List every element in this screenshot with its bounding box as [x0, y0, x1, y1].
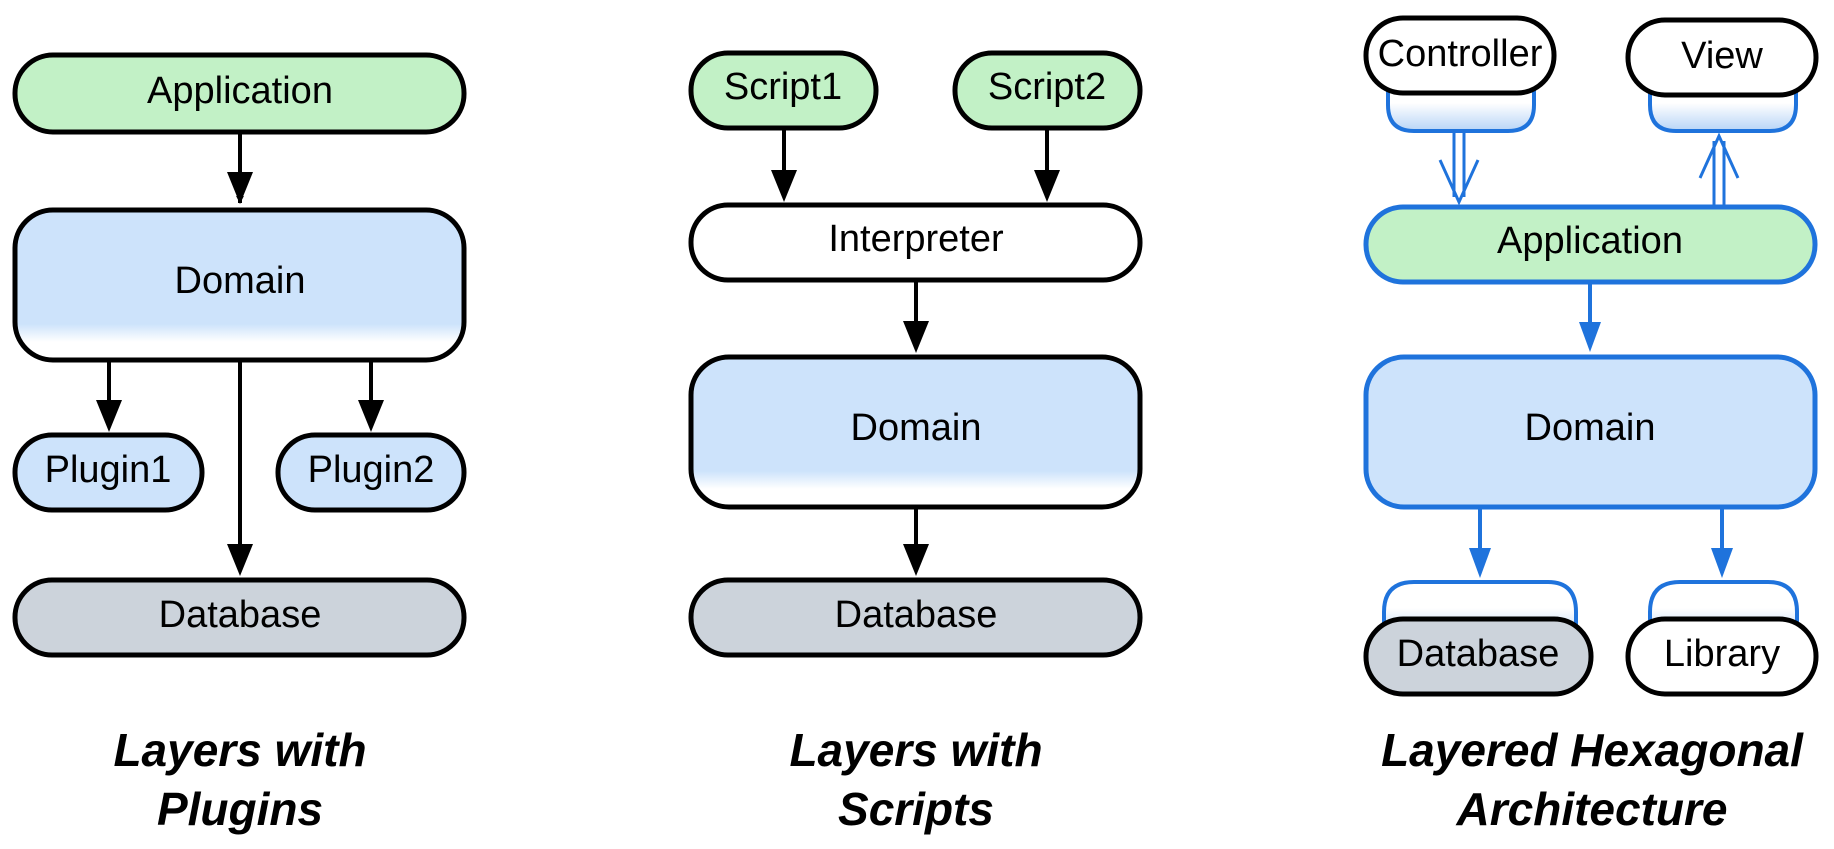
arrow-domain-to-database	[1469, 508, 1491, 578]
plugins-caption-line2: Plugins	[157, 783, 323, 835]
controller-label: Controller	[1378, 33, 1543, 75]
arrow-application-to-view	[1698, 132, 1740, 207]
database-box: Database	[1363, 616, 1594, 697]
domain-box: Domain	[688, 354, 1143, 510]
arrow-domain-to-plugin1	[96, 361, 122, 432]
database-label: Database	[1397, 633, 1560, 675]
application-label: Application	[1497, 220, 1683, 262]
arrow-domain-to-database	[227, 361, 253, 576]
arrow-controller-to-application	[1438, 131, 1480, 206]
arrow-application-domain-head	[227, 172, 253, 204]
view-box: View	[1625, 17, 1819, 98]
arrow-domain-to-plugin2	[358, 361, 384, 432]
arrow-script2-to-interpreter	[1034, 129, 1060, 202]
controller-box: Controller	[1363, 15, 1557, 96]
hexagonal-caption-line1: Layered Hexagonal	[1381, 724, 1804, 776]
domain-label: Domain	[1525, 407, 1656, 449]
database-label: Database	[159, 594, 322, 636]
plugins-diagram: Application Domain Plugin1 Plugin2 Datab…	[12, 52, 467, 835]
database-box: Database	[12, 577, 467, 658]
scripts-caption-line1: Layers with	[789, 724, 1042, 776]
scripts-caption-line2: Scripts	[838, 783, 994, 835]
arrow-application-to-domain	[1579, 283, 1601, 352]
application-box: Application	[12, 52, 467, 135]
library-label: Library	[1664, 633, 1780, 675]
script2-label: Script2	[988, 66, 1106, 108]
domain-label: Domain	[851, 407, 982, 449]
domain-box: Domain	[12, 207, 467, 363]
arrow-domain-to-database	[903, 508, 929, 576]
hexagonal-diagram: Controller View Application Domain Datab…	[1363, 15, 1819, 835]
library-box: Library	[1625, 616, 1819, 697]
arrow-domain-to-library	[1711, 508, 1733, 578]
plugins-caption-line1: Layers with	[113, 724, 366, 776]
domain-box: Domain	[1363, 354, 1818, 510]
hexagonal-caption-line2: Architecture	[1456, 783, 1728, 835]
interpreter-label: Interpreter	[828, 218, 1004, 260]
application-box: Application	[1363, 204, 1818, 285]
script1-box: Script1	[688, 50, 879, 131]
plugin2-box: Plugin2	[275, 432, 467, 513]
view-label: View	[1681, 35, 1763, 77]
interpreter-box: Interpreter	[688, 202, 1143, 283]
plugin1-label: Plugin1	[45, 449, 172, 491]
plugin1-box: Plugin1	[12, 432, 205, 513]
arrow-interpreter-to-domain	[903, 281, 929, 353]
domain-label: Domain	[175, 260, 306, 302]
database-label: Database	[835, 594, 998, 636]
scripts-diagram: Script1 Script2 Interpreter Domain Datab…	[688, 50, 1143, 835]
database-box: Database	[688, 577, 1143, 658]
application-label: Application	[147, 70, 333, 112]
plugin2-label: Plugin2	[308, 449, 435, 491]
script1-label: Script1	[724, 66, 842, 108]
script2-box: Script2	[952, 50, 1143, 131]
arrow-script1-to-interpreter	[771, 129, 797, 202]
